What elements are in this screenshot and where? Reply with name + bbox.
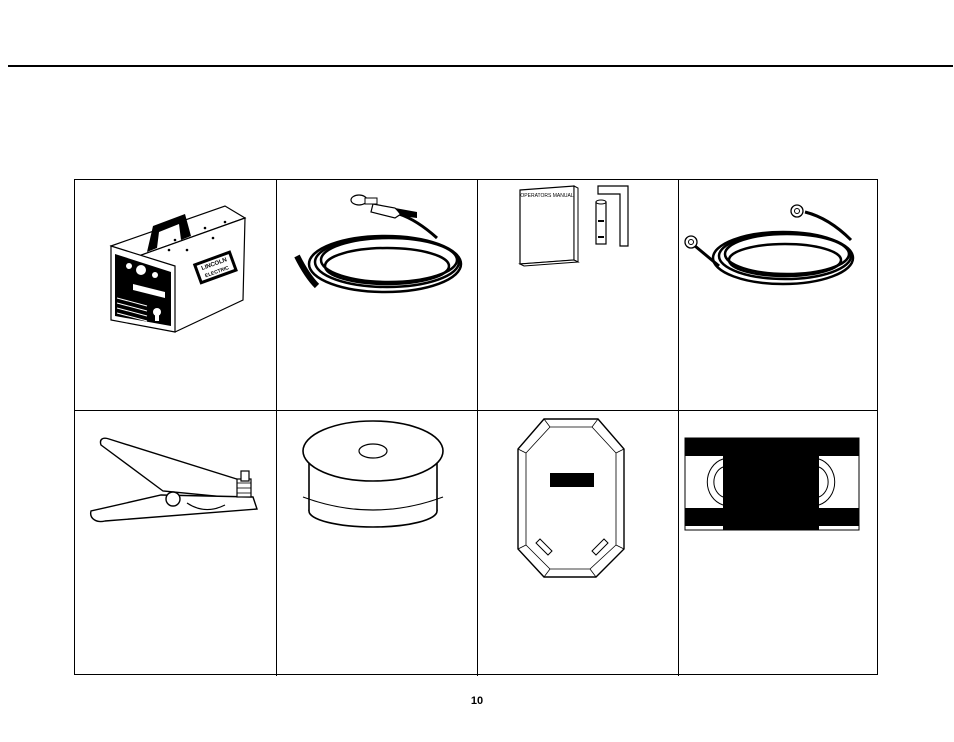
filter-lens-illustration [679,411,879,676]
contents-grid: LINCOLN ELECTRIC OPERATORS MANUAL [74,179,878,675]
manual-title: OPERATORS MANUAL [520,193,573,199]
cell-gun-cable [277,180,477,410]
cell-wire-spool [277,411,477,676]
wire-spool-illustration [277,411,477,676]
page-number: 10 [0,695,954,707]
cell-filter-lens [679,411,879,676]
gun-cable-illustration [277,180,477,410]
header-rule [8,65,953,67]
work-cable-illustration [679,180,879,410]
cell-work-cable [679,180,879,410]
manual-tools-illustration: OPERATORS MANUAL [478,180,678,410]
cell-work-clamp [75,411,276,676]
cell-manual-tools: OPERATORS MANUAL [478,180,678,410]
face-shield-illustration [478,411,678,676]
work-clamp-illustration [75,411,276,676]
cell-face-shield [478,411,678,676]
cell-welder: LINCOLN ELECTRIC [75,180,276,410]
welder-illustration: LINCOLN ELECTRIC [75,180,276,410]
